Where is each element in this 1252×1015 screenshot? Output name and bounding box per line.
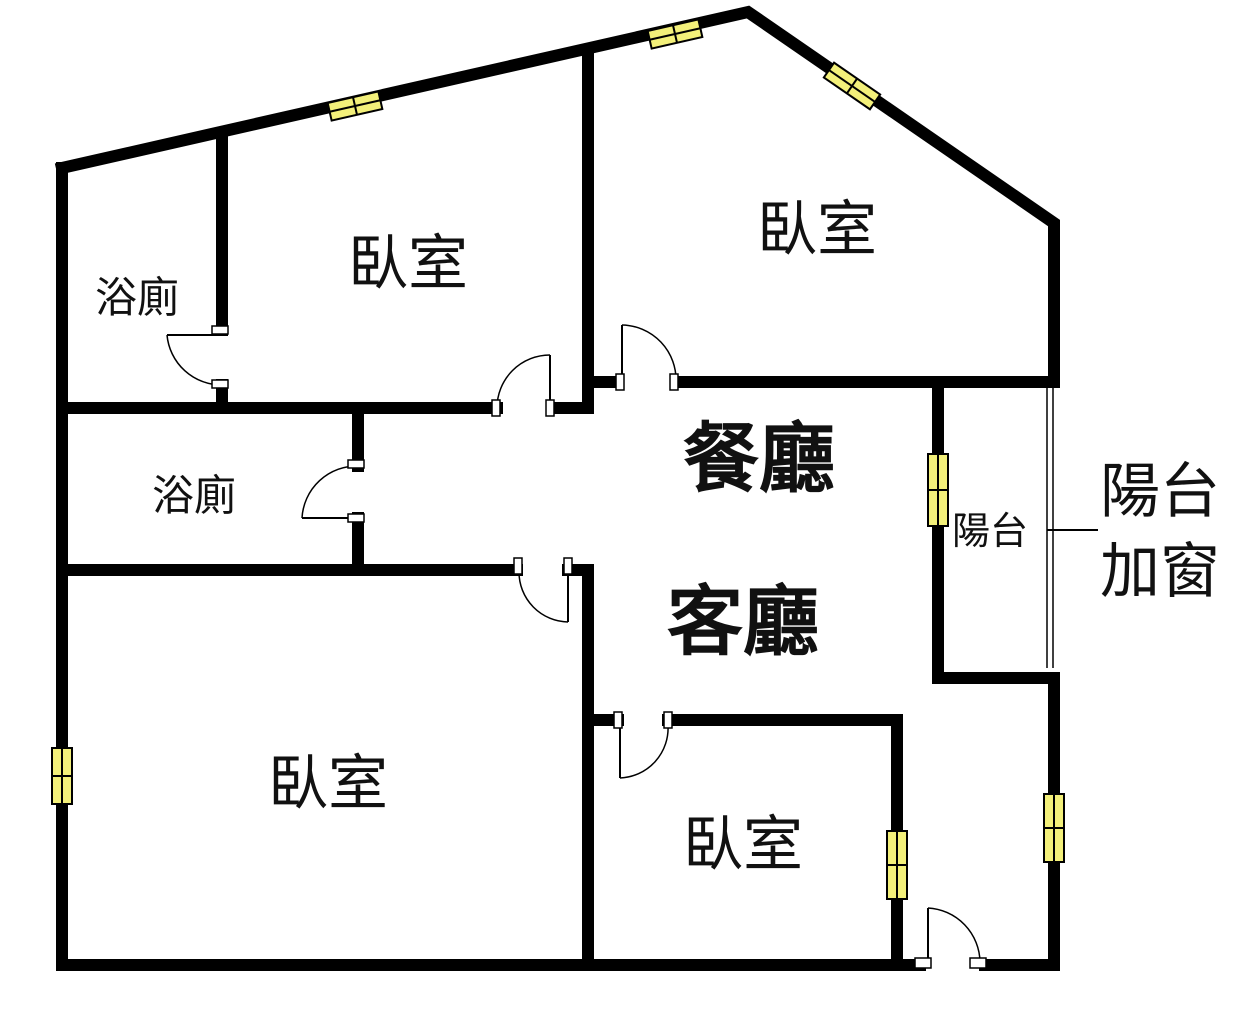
window-balcony-inner bbox=[927, 453, 949, 527]
room-label-bath-mid: 浴廁 bbox=[152, 471, 236, 520]
window-top-1 bbox=[326, 90, 384, 122]
door-bath-mid bbox=[301, 459, 365, 523]
note-balcony-window-1: 陽台 bbox=[1100, 457, 1220, 527]
door-bed-bottom-left bbox=[513, 557, 573, 623]
door-bed-top-left bbox=[491, 354, 555, 417]
door-bed-bottom-right bbox=[613, 711, 673, 779]
note-balcony-window-2: 加窗 bbox=[1100, 537, 1220, 607]
room-label-bath-top: 浴廁 bbox=[95, 273, 179, 322]
room-label-bed-bottom-right: 臥室 bbox=[683, 810, 803, 880]
door-bath-top bbox=[166, 325, 229, 389]
room-label-bed-bottom-left: 臥室 bbox=[268, 749, 388, 819]
exterior-wall bbox=[54, 5, 1060, 971]
window-top-2 bbox=[646, 18, 704, 50]
windows bbox=[51, 18, 1065, 900]
room-label-bed-top-right: 臥室 bbox=[757, 195, 877, 265]
window-left-wall bbox=[51, 747, 73, 805]
room-labels: 浴廁 臥室 臥室 浴廁 餐廳 客廳 陽台 臥室 臥室 陽台 加窗 bbox=[95, 195, 1220, 880]
window-bed-bottom-right bbox=[886, 830, 908, 900]
window-right-wall bbox=[1043, 793, 1065, 863]
door-bed-top-right bbox=[615, 324, 679, 391]
doors bbox=[166, 324, 987, 969]
room-label-bed-top-left: 臥室 bbox=[348, 229, 468, 299]
room-label-balcony: 陽台 bbox=[952, 509, 1028, 553]
window-top-3 bbox=[822, 61, 882, 111]
room-label-living: 客廳 bbox=[667, 577, 819, 666]
room-label-dining: 餐廳 bbox=[683, 414, 835, 503]
door-entrance bbox=[914, 907, 987, 969]
